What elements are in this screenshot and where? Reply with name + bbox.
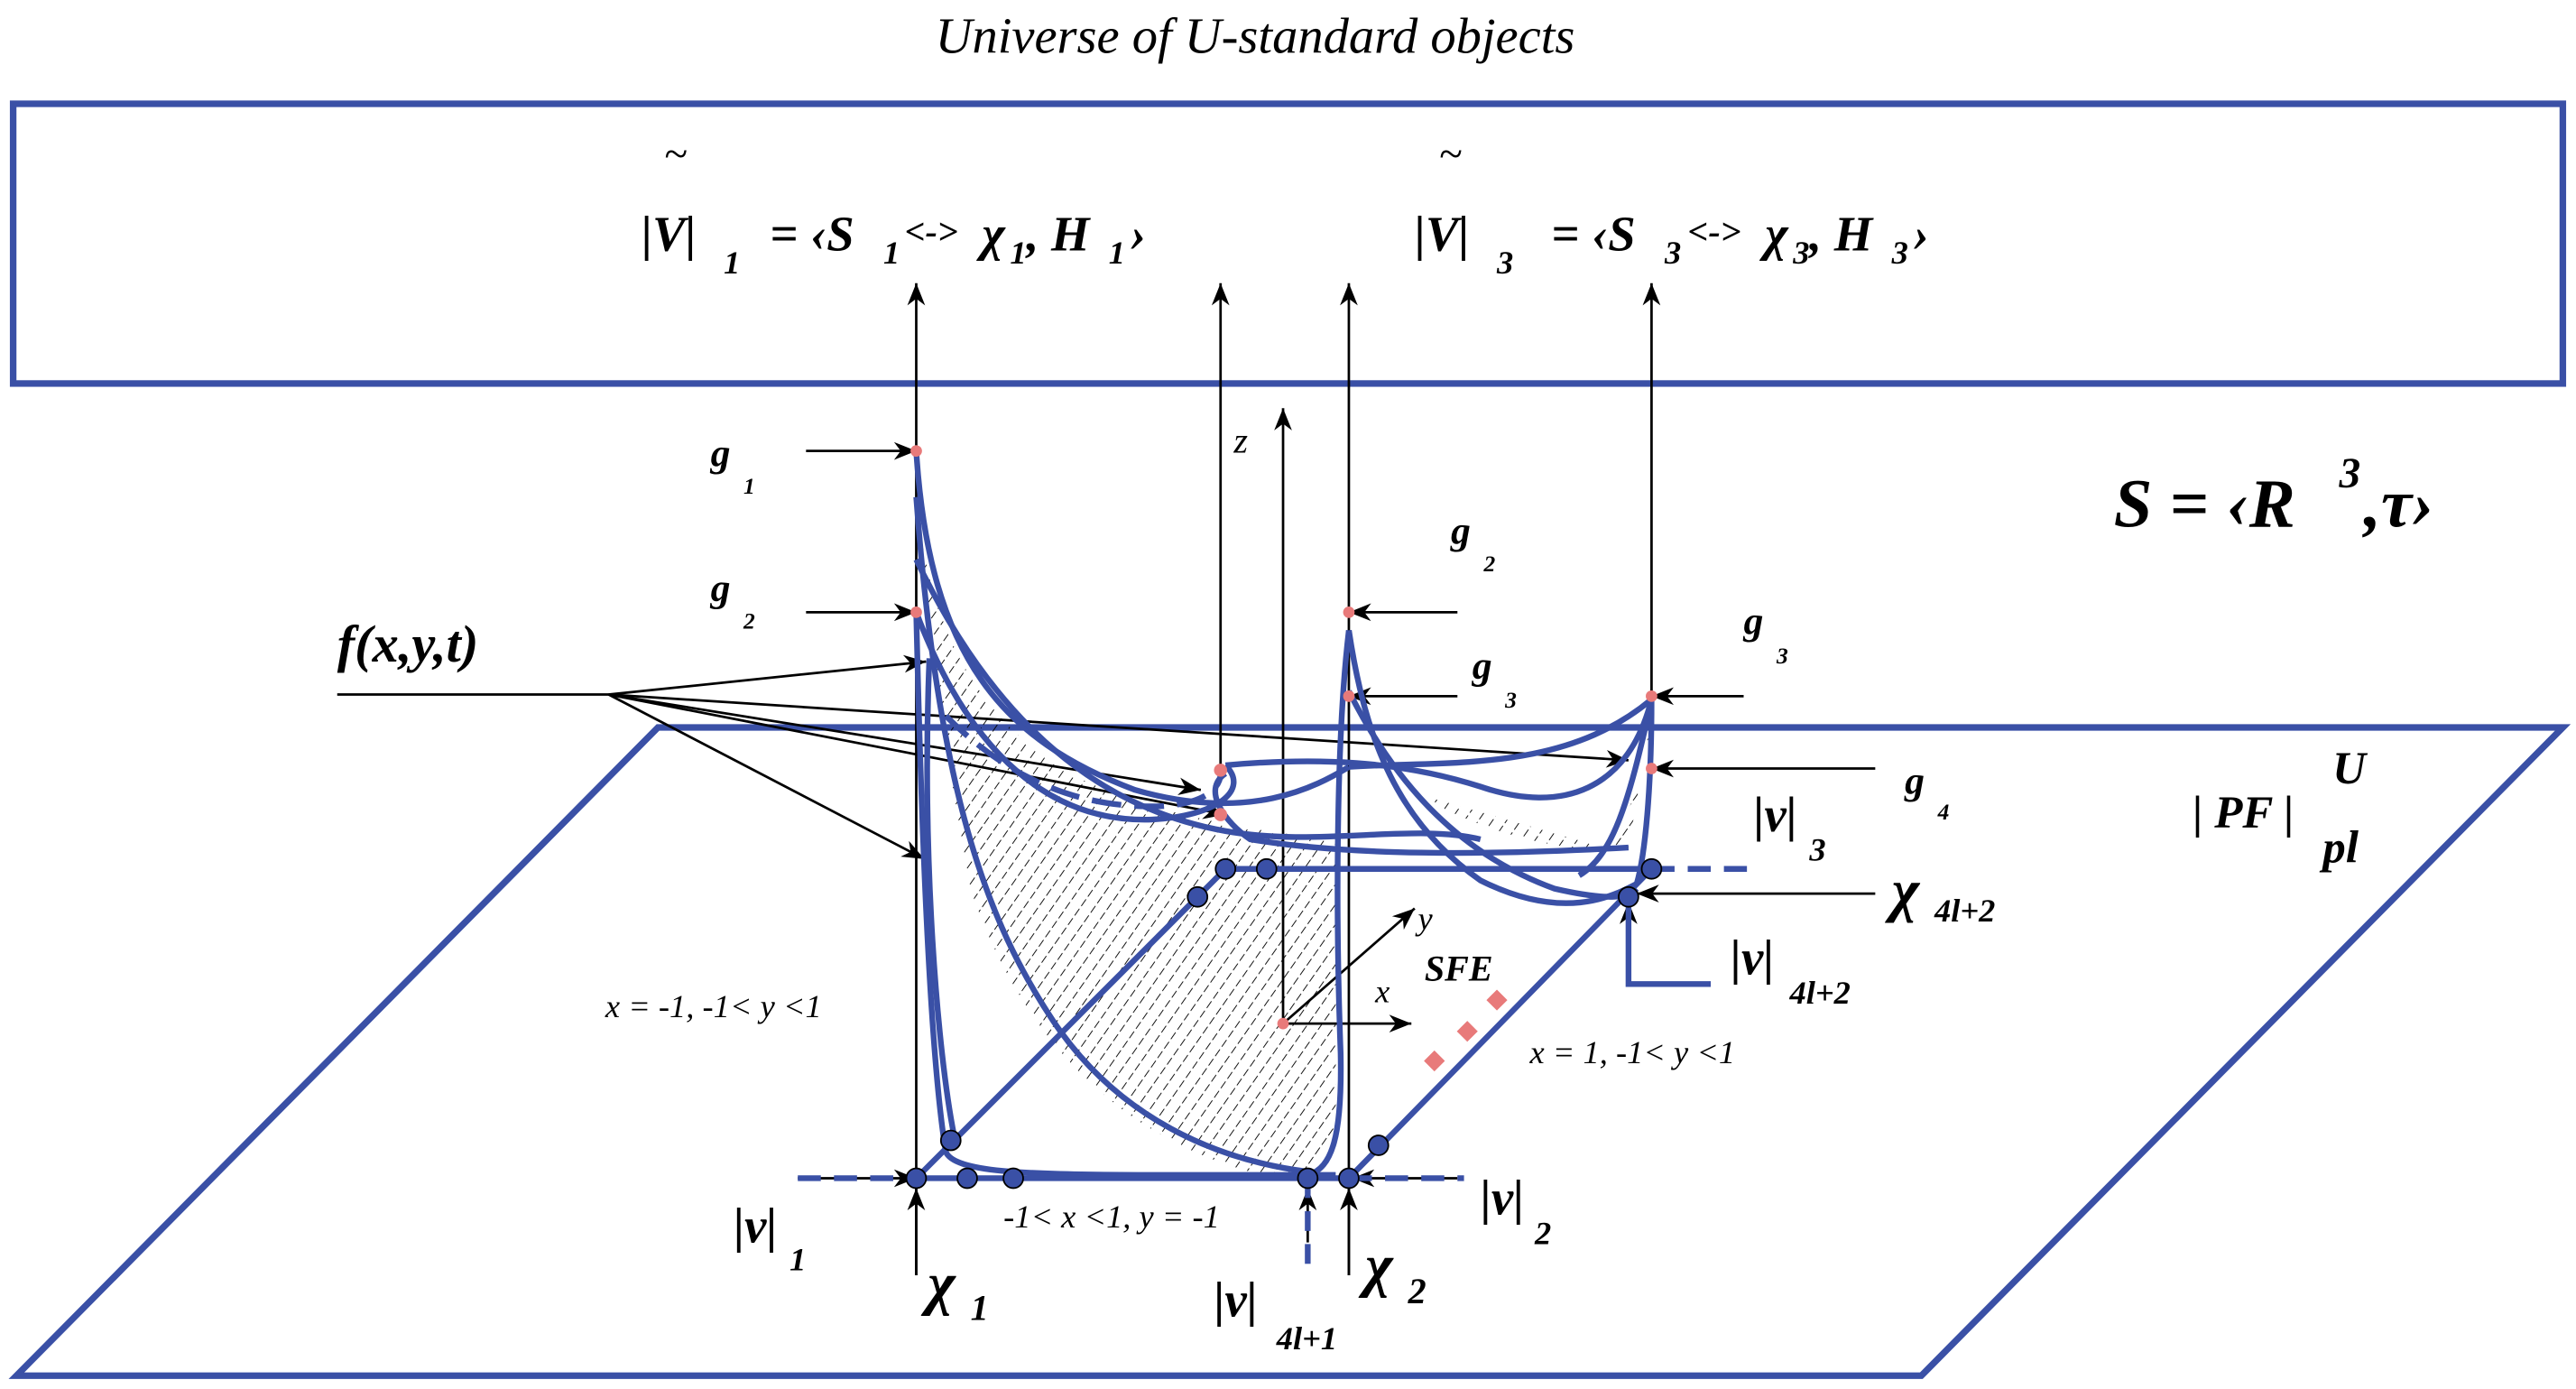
- svg-text:|v|: |v|: [1481, 1171, 1524, 1226]
- svg-text:|V|: |V|: [1415, 206, 1470, 261]
- svg-text:|v|: |v|: [1731, 930, 1774, 985]
- tilde-mark: ~: [1439, 131, 1463, 178]
- svg-text:g: g: [1743, 599, 1764, 643]
- svg-text:|v|: |v|: [1753, 787, 1796, 842]
- svg-text:|v|: |v|: [1214, 1273, 1257, 1328]
- node-dots: [905, 857, 1663, 1190]
- svg-text:3: 3: [1808, 832, 1825, 868]
- svg-text:χ: χ: [975, 206, 1006, 261]
- svg-text:g: g: [710, 567, 731, 610]
- svg-text:2: 2: [1482, 551, 1495, 577]
- sfe-label: SFE: [1425, 949, 1493, 989]
- svg-text:2: 2: [1408, 1271, 1426, 1311]
- y-label: y: [1415, 901, 1434, 937]
- svg-text:3: 3: [1776, 643, 1788, 669]
- boundary-edges: [798, 866, 1760, 1267]
- x-label: x: [1374, 973, 1390, 1009]
- svg-text:1: 1: [743, 473, 755, 499]
- svg-text:U: U: [2332, 744, 2368, 794]
- plane-label: | PF | U pl: [2193, 744, 2368, 874]
- universe-title: Universe of U-standard objects: [936, 8, 1575, 64]
- svg-text:S = ‹R: S = ‹R: [2114, 466, 2295, 542]
- formula-right: ~ |V| 3 = ‹S 3 <-> χ 3 , H 3 ›: [1415, 131, 1930, 281]
- svg-text:<->: <->: [1688, 211, 1741, 252]
- plane-parallelogram: [8, 724, 2571, 1379]
- svg-text:, H: , H: [1807, 206, 1873, 261]
- space-label: S = ‹R 3 ,τ›: [2114, 450, 2435, 542]
- y-axis: [1282, 907, 1416, 1025]
- svg-text:g: g: [710, 431, 731, 475]
- tilde-mark: ~: [665, 131, 688, 178]
- formula-left: ~ |V| 1 = ‹S 1 <-> χ 1 , H 1 ›: [642, 131, 1147, 281]
- svg-text:3: 3: [2338, 450, 2360, 497]
- svg-text:1: 1: [1109, 235, 1125, 271]
- svg-text:g: g: [1450, 509, 1471, 552]
- svg-text:2: 2: [743, 608, 755, 634]
- svg-text:χ: χ: [1358, 1234, 1394, 1299]
- z-label: z: [1233, 421, 1248, 461]
- svg-text:| PF |: | PF |: [2193, 788, 2294, 838]
- svg-text:3: 3: [1891, 235, 1908, 271]
- svg-text:pl: pl: [2319, 822, 2359, 873]
- svg-text:|V|: |V|: [642, 206, 697, 261]
- svg-text:g: g: [1904, 759, 1925, 802]
- f-label: f(x,y,t): [337, 615, 479, 673]
- v-labels: |v| 1 |v| 2 |v| 3 |v| 4l+1 |v| 4l+2: [734, 787, 1851, 1357]
- svg-text:4l+2: 4l+2: [1934, 893, 1995, 929]
- svg-text:χ: χ: [1885, 858, 1921, 923]
- svg-text:, H: , H: [1025, 206, 1091, 261]
- svg-text:χ: χ: [1759, 206, 1789, 261]
- svg-text:1: 1: [1010, 235, 1026, 271]
- svg-text:3: 3: [1664, 235, 1681, 271]
- svg-text:1: 1: [883, 235, 900, 271]
- svg-text:= ‹S: = ‹S: [1551, 206, 1635, 261]
- svg-text:,τ›: ,τ›: [2362, 466, 2435, 542]
- svg-text:4: 4: [1937, 799, 1950, 825]
- svg-text:3: 3: [1504, 687, 1517, 713]
- svg-text:<->: <->: [905, 211, 958, 252]
- svg-text:= ‹S: = ‹S: [770, 206, 854, 261]
- svg-text:3: 3: [1496, 245, 1513, 281]
- g-labels: g1 g2 g2 g3 g3 g4: [710, 431, 1950, 825]
- svg-text:1: 1: [724, 245, 740, 281]
- edge-right-label: x = 1, -1< y <1: [1528, 1034, 1735, 1070]
- svg-text:›: ›: [1130, 206, 1146, 261]
- svg-text:2: 2: [1534, 1215, 1551, 1251]
- svg-text:1: 1: [789, 1242, 806, 1278]
- hatched-surface-left: [916, 496, 1336, 1172]
- svg-text:3: 3: [1792, 235, 1809, 271]
- svg-text:›: ›: [1913, 206, 1929, 261]
- svg-text:4l+1: 4l+1: [1276, 1320, 1337, 1357]
- edge-front-label: -1< x <1, y = -1: [1003, 1199, 1220, 1235]
- edge-left-label: x = -1, -1< y <1: [605, 988, 822, 1024]
- pink-markers: [910, 445, 1657, 1072]
- svg-text:χ: χ: [920, 1252, 956, 1317]
- svg-text:g: g: [1472, 644, 1492, 687]
- projection-lines: [907, 282, 1661, 1276]
- hatched-surface-right: [1414, 724, 1650, 849]
- svg-text:1: 1: [971, 1287, 989, 1328]
- svg-text:|v|: |v|: [734, 1199, 777, 1254]
- universe-box: [9, 100, 2567, 387]
- svg-text:4l+2: 4l+2: [1789, 975, 1851, 1011]
- dashed-curve: [944, 713, 1223, 810]
